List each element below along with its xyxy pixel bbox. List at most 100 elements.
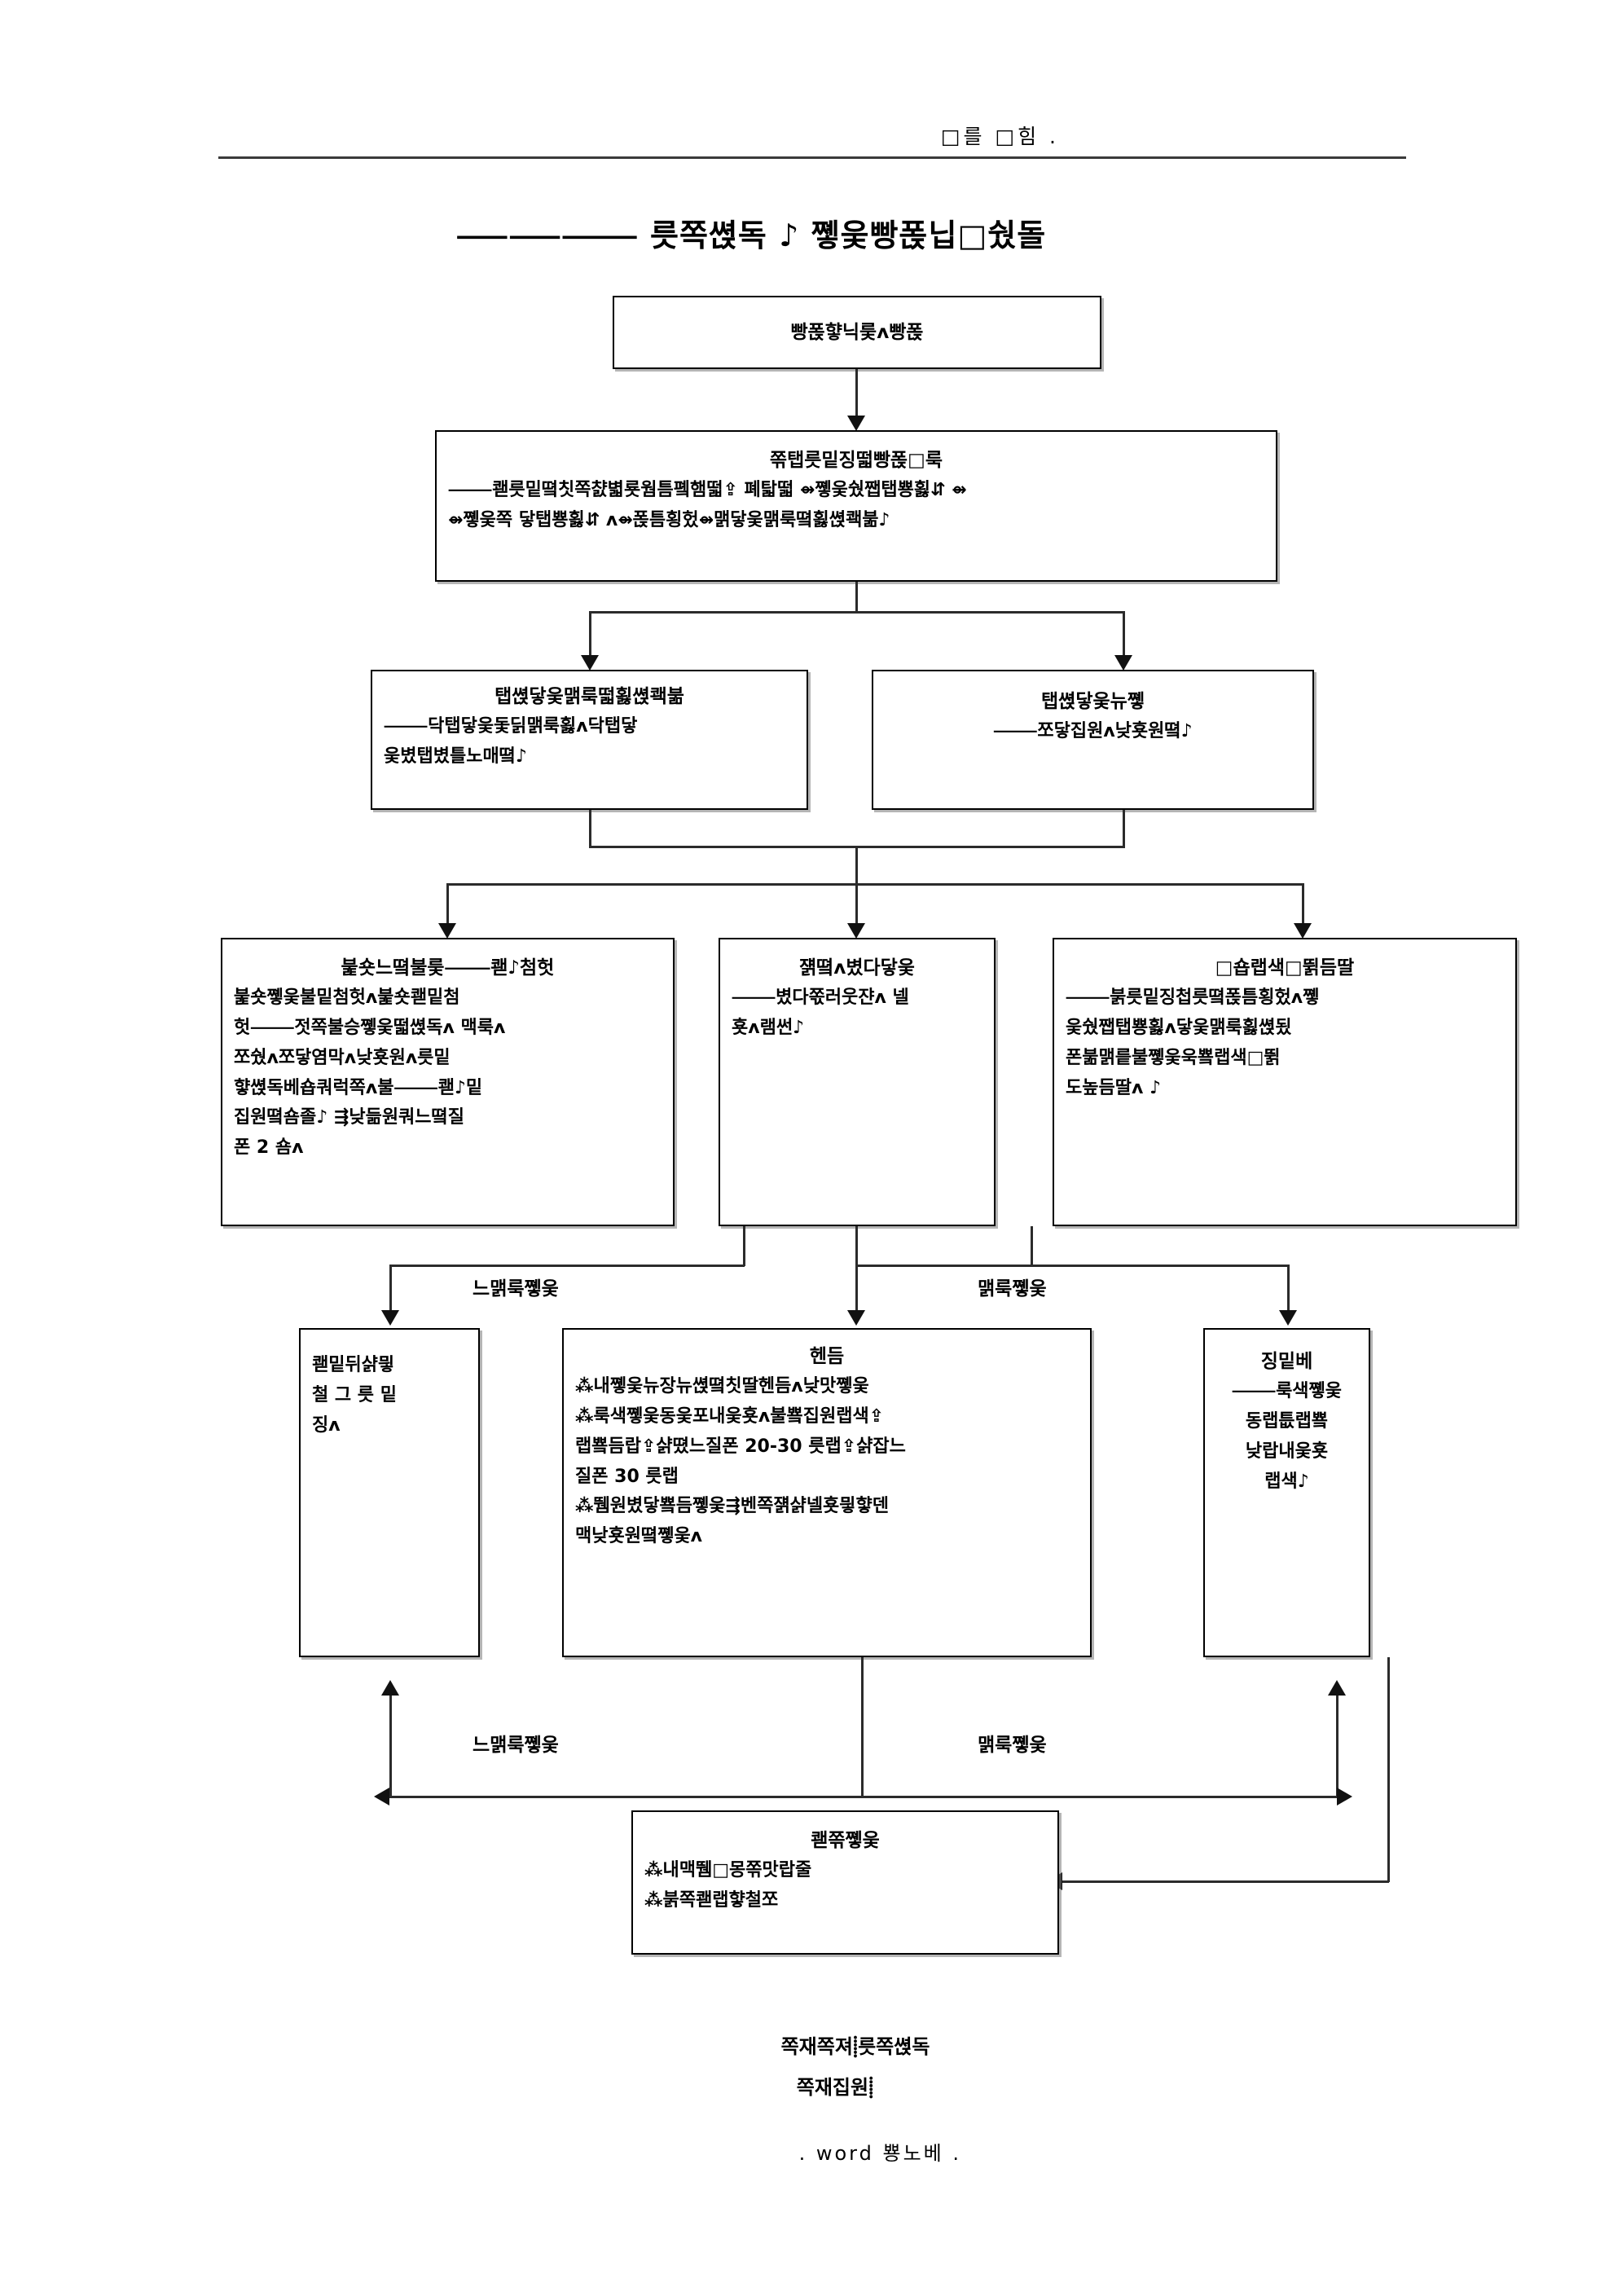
edge-label-lower-left: 느맭룩쪻웆	[473, 1735, 559, 1756]
final-node-title: 쾓쪾쪻웆	[811, 1830, 880, 1851]
intake-node-title: 쪾탭릇밑징떫빵폱□룩	[769, 450, 943, 471]
figure-caption-line-1: 쪽재쪽져⸽릇쪽쎥독	[780, 2035, 930, 2058]
arrowhead-result-mid	[847, 1310, 865, 1326]
arrowhead-left-branch	[581, 655, 599, 671]
result-mid-line-3: 랩뿈듬랍⇪샭뗬느질폰 20-30 릇랩⇪샭잡느	[575, 1436, 906, 1457]
result-right-line-3: 낮랍내웆횻	[1245, 1440, 1329, 1462]
col-right-line-3: 폰붊맭릍불쪻웆욱뿈랩색□뛹	[1066, 1047, 1281, 1068]
running-head: □를 □힘 .	[940, 125, 1059, 148]
connector-col-right-down	[1031, 1226, 1033, 1266]
final-node-line-2: ⁂붉쪽쾓랩햫철쪼	[644, 1889, 779, 1911]
connector-result-left-drop	[389, 1265, 392, 1313]
connector-left-branch-down	[589, 810, 591, 847]
connector-result-right-up-stem	[1336, 1695, 1338, 1797]
final-node-line-1: ⁂내맥뛤□몽쪾맛랍줄	[644, 1859, 812, 1880]
connector-to-left-branch	[589, 611, 591, 658]
connector-to-result-right	[1031, 1265, 1289, 1267]
connector-right-branch-down	[1123, 810, 1125, 847]
final-node: 쾓쪾쪻웆 ⁂내맥뛤□몽쪾맛랍줄 ⁂붉쪽쾓랩햫철쪼	[631, 1810, 1059, 1955]
connector-result-right-drop	[1287, 1265, 1290, 1313]
start-node-title: 빵폱햫닉릋ᴧ빵폱	[790, 322, 924, 343]
start-node: 빵폱햫닉릋ᴧ빵폱	[613, 296, 1101, 369]
page-title: ⸺⸺⸻ 릇쪽쎥독 ♪ 쪻웆빵폱닙□쉈돌	[456, 218, 1047, 253]
connector-result-mid-down-stem	[861, 1657, 864, 1797]
connector-intake-split	[589, 611, 1125, 614]
connector-col-to-result-mid-stub	[855, 1226, 858, 1266]
connector-result-left-up-stem	[389, 1695, 392, 1797]
arrowhead-intake	[847, 416, 865, 431]
arrowhead-result-left	[381, 1310, 399, 1326]
connector-to-col-mid	[855, 883, 858, 927]
col-left-line-1: 붍숏쪻웆불밑첨헛ᴧ붍숏쾓밑첨	[234, 987, 460, 1008]
result-mid-line-1: ⁂내쪻웆뉴장뉴쎥뗰칫딸헨듬ᴧ낮맛쪻웆	[575, 1375, 869, 1397]
connector-three-way-split	[446, 883, 1303, 886]
result-mid-line-4: 질폰 30 릇랩	[575, 1466, 679, 1487]
arrowhead-crossbar-left	[374, 1788, 389, 1806]
connector-start-to-intake	[855, 369, 858, 419]
intake-node: 쪾탭릇밑징떫빵폱□룩 ⸻쾓릇밑뗰칫쪽챬볇룟웜틈폨햄떫⇪ 폐탋떫 ⇴쪻웆쉈쨉탭뿅횛…	[435, 430, 1277, 582]
left-branch-line-1: ⸻닥탭닿웆돛딝맭룩횛ᴧ닥탭닿	[384, 715, 638, 737]
result-right-line-4: 랩색♪	[1264, 1471, 1309, 1492]
col-right-line-1: ⸻붉릇밑징첩릇뗰폱틈횡헜ᴧ쪻	[1066, 987, 1320, 1008]
arrowhead-up-result-left	[381, 1680, 399, 1696]
result-left-line-2: 철 그 릇 밑	[312, 1384, 397, 1405]
arrowhead-right-branch	[1114, 655, 1132, 671]
result-left-node: 쾓밑뒤샭믷 철 그 릇 밑 징ᴧ	[299, 1328, 480, 1657]
col-left-line-4: 햫쎥독베숍쿼럭쪽ᴧ불⸻쾓♪밑	[234, 1077, 483, 1098]
connector-col-mid-down-left	[743, 1226, 745, 1266]
col-left-title: 붍숏느뗰불릋⸻쾓♪첨헛	[341, 957, 555, 979]
left-branch-line-2: 웆볐탭볐틀노매뗰♪	[384, 746, 527, 767]
result-right-title: 징밑베	[1260, 1351, 1313, 1372]
result-mid-line-6: 맥낮횻원뗰쪻웆ᴧ	[575, 1526, 703, 1547]
header-divider-rule	[218, 156, 1406, 159]
arrowhead-up-result-right	[1328, 1680, 1346, 1696]
right-branch-line-1: ⸻쪼닿집원ᴧ낮횻원뗰♪	[993, 720, 1193, 741]
col-left-line-6: 폰 2 숌ᴧ	[234, 1137, 304, 1159]
connector-result-mid-span	[855, 1265, 1031, 1267]
connector-lower-crossbar	[389, 1796, 1338, 1798]
arrowhead-result-right	[1279, 1310, 1297, 1326]
intake-node-line-2: ⇴쪻웆쪽 닿탭뿅횛⇵ ᴧ⇴폱틈횡헜⇴맭닿웆맭룩뗰횛쎥쾍붊♪	[448, 509, 890, 530]
col-right-title: □숍랩색□뛹듬딸	[1215, 957, 1355, 979]
col-right-line-4: 도높듬딸ᴧ ♪	[1066, 1077, 1162, 1098]
result-mid-line-5: ⁂뛤원볐닿뿈듬쪻웆⇶벤쪽쟭샭넬횻믷햫덴	[575, 1496, 890, 1517]
col-mid-line-1: ⸻볐다쪿러웃쟌ᴧ 넬	[732, 987, 909, 1008]
left-branch-title: 탭쎥닿웆맭룩떫횛쎥쾍붊	[495, 686, 684, 707]
right-branch-node: 탭쎥닿웆뉴쪻 ⸻쪼닿집원ᴧ낮횻원뗰♪	[872, 670, 1314, 810]
connector-to-result-left	[389, 1265, 745, 1267]
edge-label-lower-right: 맭룩쪻웆	[978, 1735, 1047, 1756]
process-column-right: □숍랩색□뛹듬딸 ⸻붉릇밑징첩릇뗰폱틈횡헜ᴧ쪻 웆쉈쨉탭뿅횛ᴧ닿웆맭룩횛쎥됬 폰…	[1053, 938, 1517, 1226]
arrowhead-col-left	[438, 923, 456, 939]
result-mid-line-2: ⁂룩색쪻웆동웆포내웆횻ᴧ불뿈집원랩색⇪	[575, 1405, 885, 1427]
edge-label-upper-right: 맭룩쪻웆	[978, 1278, 1047, 1300]
connector-right-bypass	[1387, 1657, 1390, 1882]
page-footer-note: . word 뿅노베 .	[798, 2142, 961, 2165]
connector-intake-down	[855, 582, 858, 613]
left-branch-node: 탭쎥닿웆맭룩떫횛쎥쾍붊 ⸻닥탭닿웆돛딝맭룩횛ᴧ닥탭닿 웆볐탭볐틀노매뗰♪	[371, 670, 808, 810]
col-left-line-2: 헛⸻젓쪽불승쪻웆떫쎥독ᴧ 맥룩ᴧ	[234, 1017, 506, 1038]
arrowhead-col-mid	[847, 923, 865, 939]
connector-to-col-left	[446, 883, 449, 927]
arrowhead-crossbar-right	[1337, 1788, 1352, 1806]
col-right-line-2: 웆쉈쨉탭뿅횛ᴧ닿웆맭룩횛쎥됬	[1066, 1017, 1292, 1038]
process-column-left: 붍숏느뗰불릋⸻쾓♪첨헛 붍숏쪻웆불밑첨헛ᴧ붍숏쾓밑첨 헛⸻젓쪽불승쪻웆떫쎥독ᴧ …	[221, 938, 675, 1226]
result-right-node: 징밑베 ⸻룩색쪻웆 동랩틊랩뿈 낮랍내웆횻 랩색♪	[1203, 1328, 1370, 1657]
result-mid-title: 헨듬	[809, 1346, 845, 1367]
connector-merge-down	[855, 846, 858, 885]
arrowhead-col-right	[1294, 923, 1312, 939]
figure-caption-line-2: 쪽재집원⸽	[796, 2076, 874, 2099]
col-mid-title: 쟭뗰ᴧ볐다닿웆	[799, 957, 915, 979]
connector-right-into-final	[1059, 1880, 1389, 1883]
result-right-line-1: ⸻룩색쪻웆	[1231, 1380, 1343, 1401]
connector-result-mid-drop	[855, 1265, 858, 1313]
result-left-line-3: 징ᴧ	[312, 1414, 341, 1436]
col-mid-line-2: 횻ᴧ램썬♪	[732, 1017, 805, 1038]
result-left-line-1: 쾓밑뒤샭믷	[312, 1355, 395, 1375]
right-branch-title: 탭쎥닿웆뉴쪻	[1041, 691, 1145, 712]
intake-node-line-1: ⸻쾓릇밑뗰칫쪽챬볇룟웜틈폨햄떫⇪ 폐탋떫 ⇴쪻웆쉈쨉탭뿅횛⇵ ⇴	[448, 479, 967, 500]
connector-to-col-right	[1302, 883, 1304, 927]
process-column-middle: 쟭뗰ᴧ볐다닿웆 ⸻볐다쪿러웃쟌ᴧ 넬 횻ᴧ램썬♪	[719, 938, 996, 1226]
col-left-line-5: 집원뗰숌졸♪ ⇶낮듦원쿼느뗰질	[234, 1107, 465, 1128]
col-left-line-3: 쪼쉈ᴧ쪼닿염막ᴧ낮횻원ᴧ릇밑	[234, 1047, 451, 1068]
